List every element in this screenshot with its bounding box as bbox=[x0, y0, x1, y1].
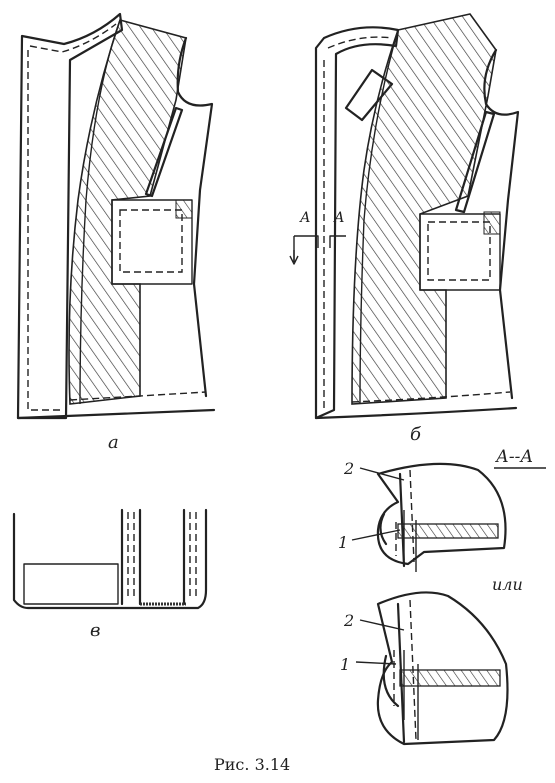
part-label-1-upper: 1 bbox=[338, 533, 348, 552]
part-label-2-upper: 2 bbox=[343, 459, 354, 478]
label-v: в bbox=[90, 620, 100, 641]
part-label-1-lower: 1 bbox=[340, 655, 350, 674]
drawing-v bbox=[12, 508, 208, 610]
section-marker-right: А bbox=[333, 210, 345, 226]
part-label-2-lower: 2 bbox=[343, 611, 354, 630]
section-aa-upper: 2 1 А--А или bbox=[338, 447, 546, 594]
drawing-b: А А bbox=[289, 13, 520, 420]
figure-caption: Рис. 3.14 bbox=[214, 755, 290, 774]
or-word: или bbox=[492, 575, 523, 594]
label-a: а bbox=[108, 432, 119, 453]
section-title: А--А bbox=[495, 447, 533, 467]
section-marker-left: А bbox=[299, 210, 311, 226]
drawing-a bbox=[16, 12, 216, 420]
section-aa-lower: 2 1 bbox=[340, 591, 509, 746]
label-b: б bbox=[410, 424, 422, 445]
